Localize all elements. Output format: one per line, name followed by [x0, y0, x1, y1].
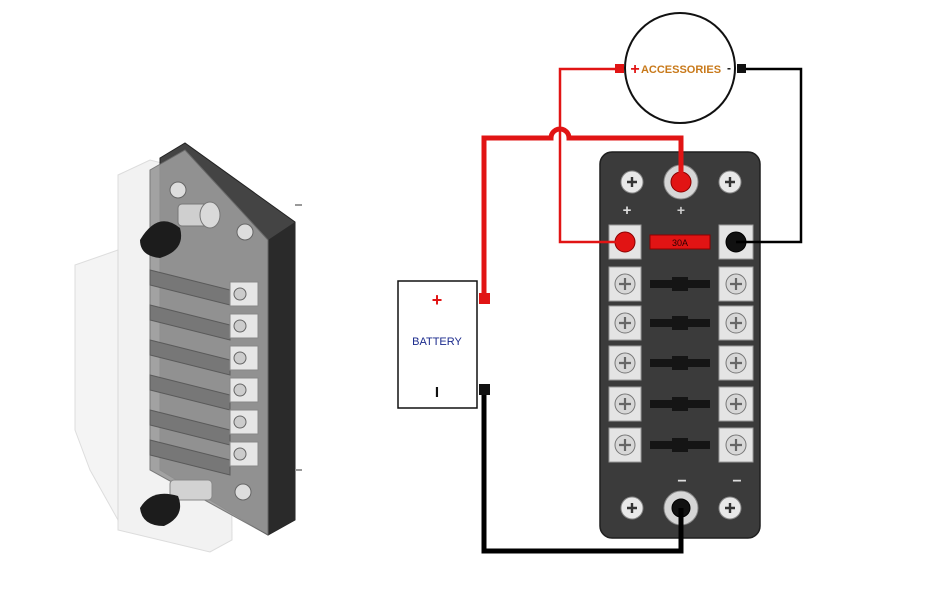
mount-hole-3d — [234, 483, 252, 501]
screw-terminals-3d — [229, 281, 259, 467]
bus-minus-symbol-right: − — [732, 473, 741, 490]
battery-box — [397, 280, 478, 409]
bus-plus-symbol: + — [623, 202, 632, 219]
battery-plus-symbol: + — [432, 290, 443, 310]
mount-screw-top-left — [620, 170, 644, 194]
battery-positive-terminal — [479, 293, 490, 304]
fuse-row-5 — [608, 386, 754, 422]
battery-label: BATTERY — [412, 336, 462, 348]
mount-hole-3d — [236, 223, 254, 241]
battery-negative-terminal — [479, 384, 490, 395]
battery-negative-wire — [481, 390, 684, 554]
accessories-circle — [624, 12, 736, 124]
battery-minus-symbol: I — [435, 384, 439, 401]
accessories-minus-symbol: - — [727, 61, 731, 75]
accessories-load: + ACCESSORIES - — [615, 12, 746, 124]
fuse-row-3 — [608, 305, 754, 341]
stud-plus-symbol: + — [677, 202, 685, 218]
fuse-row-4 — [608, 345, 754, 381]
battery: + BATTERY I — [397, 280, 490, 409]
accessory-negative-wire — [736, 67, 803, 244]
accessories-negative-terminal — [737, 64, 746, 73]
accessories-plus-symbol: + — [630, 61, 639, 78]
mount-screw-bottom-left — [620, 496, 644, 520]
fuse-row-6 — [608, 427, 754, 463]
mount-screw-bottom-right — [718, 496, 742, 520]
wires — [481, 67, 803, 554]
fuse-rating-label: 30A — [672, 238, 688, 248]
fuse-slots-3d — [149, 269, 231, 476]
mount-screw-top-right — [718, 170, 742, 194]
bus-minus-symbol-center: − — [677, 473, 686, 490]
accessory-positive-wire — [558, 67, 625, 244]
fuse-30a — [649, 234, 711, 250]
fuse-block-3d-illustration — [74, 142, 302, 553]
negative-stud-cap-3d — [140, 493, 181, 526]
mount-hole-3d — [169, 181, 187, 199]
positive-stud-cap-3d — [140, 221, 182, 258]
accessories-label: ACCESSORIES — [641, 64, 721, 76]
fuse-row-2 — [608, 266, 754, 302]
fuse-block-schematic: + + 30A — [599, 151, 761, 539]
accessories-positive-terminal — [615, 64, 624, 73]
